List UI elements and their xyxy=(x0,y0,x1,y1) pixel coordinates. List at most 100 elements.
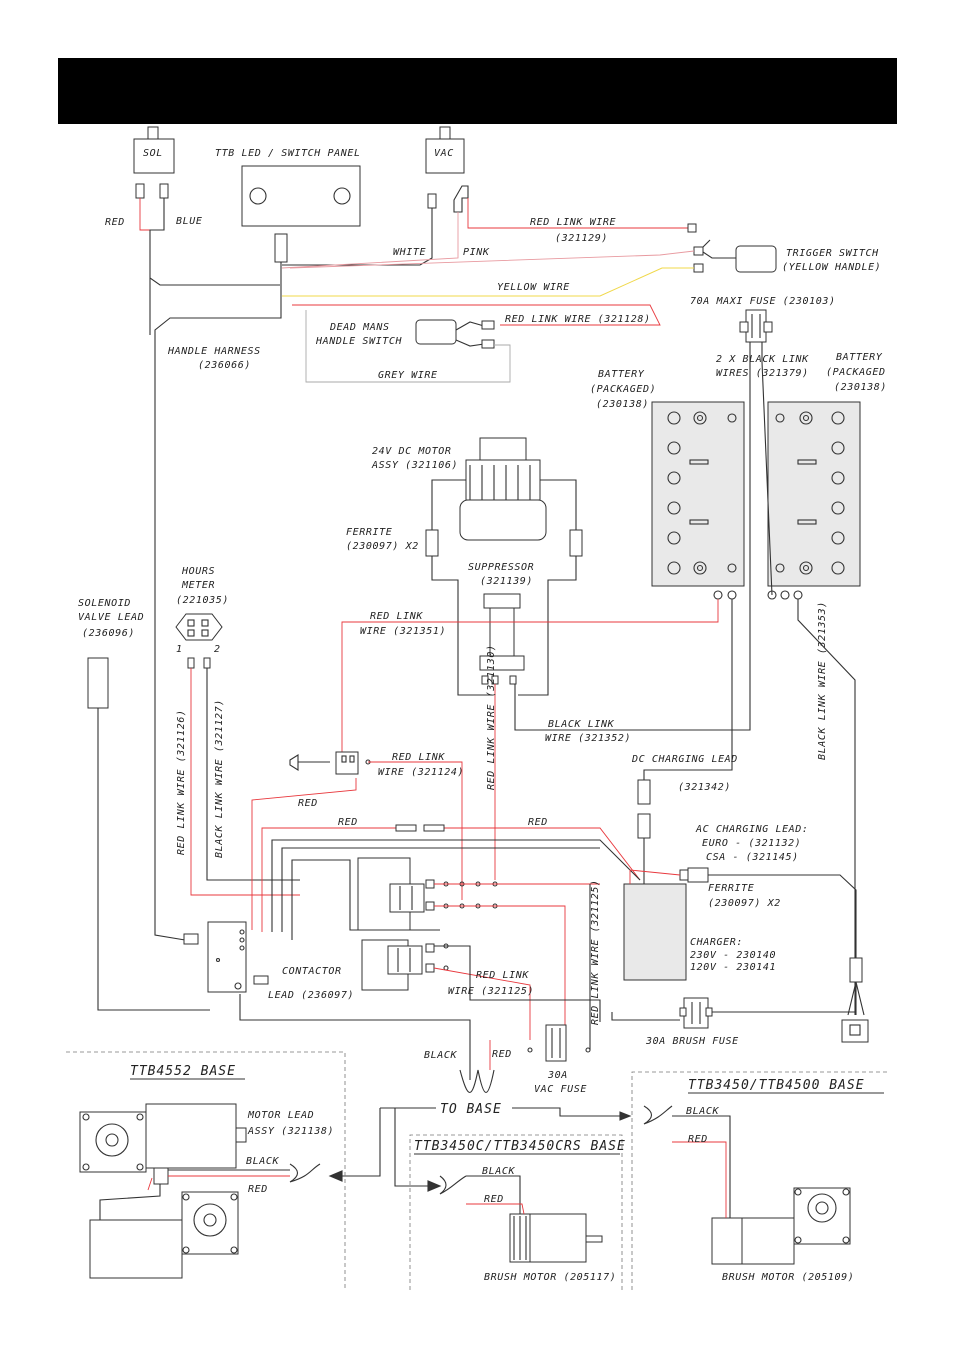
vac-fuse-label: 30A xyxy=(547,1070,568,1081)
trigger-sub: (YELLOW HANDLE) xyxy=(782,262,881,273)
led-switch-panel: TTB LED / SWITCH PANEL xyxy=(215,148,361,263)
battery-right-label: BATTERY xyxy=(836,352,883,363)
red-link-321130-label: RED LINK WIRE (321130) xyxy=(486,644,497,790)
red-to-base-label: RED xyxy=(492,1049,512,1060)
black-link-321353-label: BLACK LINK WIRE (321353) xyxy=(817,601,828,760)
red-link-321124-label: RED LINK xyxy=(392,752,445,763)
contactor-num: LEAD (236097) xyxy=(268,990,354,1001)
motor-num: ASSY (321106) xyxy=(371,460,458,471)
red-link-321124-num: WIRE (321124) xyxy=(378,767,464,778)
black-link-321352-num: WIRE (321352) xyxy=(545,733,631,744)
charger-120: 120V - 230141 xyxy=(690,962,776,973)
to-base-label: TO BASE xyxy=(440,1102,502,1117)
red-link-321126-label: RED LINK WIRE (321126) xyxy=(176,709,187,855)
red-link-321125-num: WIRE (321125) xyxy=(448,986,534,997)
hours-num: (221035) xyxy=(176,595,229,606)
black-to-base-label: BLACK xyxy=(424,1050,457,1061)
key-switch xyxy=(289,751,359,775)
battery-left: BATTERY (PACKAGED) (230138) xyxy=(590,369,745,587)
maxi-fuse: 70A MAXI FUSE (230103) xyxy=(690,296,836,362)
battery-left-num: (230138) xyxy=(596,399,649,410)
dc-motor: 24V DC MOTOR ASSY (321106) xyxy=(371,437,547,541)
red-link-321128-label: RED LINK WIRE (321128) xyxy=(505,314,651,325)
red-3450c-label: RED xyxy=(484,1194,504,1205)
red-3450-label: RED xyxy=(688,1134,708,1145)
red-label-1: RED xyxy=(298,798,318,809)
red-link-321129-label: RED LINK WIRE xyxy=(530,217,616,228)
solenoid-num: (236096) xyxy=(82,628,135,639)
contactor-label: CONTACTOR xyxy=(282,966,342,977)
charger-label: CHARGER: xyxy=(690,937,743,948)
dc-charging-label: DC CHARGING LEAD xyxy=(631,754,738,765)
solenoid-label: SOLENOID xyxy=(78,598,131,609)
brush-motor-205117: BRUSH MOTOR (205117) xyxy=(484,1213,616,1283)
vac-connector: VAC xyxy=(425,126,469,213)
ttb3450-label: TTB3450/TTB4500 BASE xyxy=(688,1078,865,1093)
ac-charging-label: AC CHARGING LEAD: xyxy=(695,824,809,835)
ferrite-top-label: FERRITE xyxy=(346,527,392,538)
ferrite-bottom-num: (230097) X2 xyxy=(708,898,781,909)
battery-right: BATTERY (PACKAGED (230138) xyxy=(767,352,887,587)
contactor-upper xyxy=(357,857,435,931)
battery-right-sub: (PACKAGED xyxy=(826,367,886,378)
contactor-lower xyxy=(361,939,435,991)
brush-motor-205109: BRUSH MOTOR (205109) xyxy=(711,1187,854,1283)
motor-lead-num: ASSY (321138) xyxy=(247,1126,334,1137)
red-link-321129-num: (321129) xyxy=(555,233,608,244)
brush-205117-label: BRUSH MOTOR (205117) xyxy=(484,1272,616,1283)
trigger-label: TRIGGER SWITCH xyxy=(786,248,879,259)
trigger-switch: TRIGGER SWITCH (YELLOW HANDLE) xyxy=(693,239,881,273)
dead-mans-sub: HANDLE SWITCH xyxy=(315,336,402,347)
red-link-321125-vert: RED LINK WIRE (321125) xyxy=(590,879,601,1025)
suppressor-label: SUPPRESSOR xyxy=(468,562,534,573)
pink-label: PINK xyxy=(463,247,490,258)
suppressor-num: (321139) xyxy=(480,576,533,587)
contactor-module xyxy=(183,921,269,993)
suppressor xyxy=(479,593,525,685)
battery-right-num: (230138) xyxy=(834,382,887,393)
dead-mans-switch: DEAD MANS HANDLE SWITCH xyxy=(315,319,495,349)
header-bar xyxy=(58,58,897,124)
black-link-321127-label: BLACK LINK WIRE (321127) xyxy=(214,699,225,858)
yellow-wire-label: YELLOW WIRE xyxy=(497,282,570,293)
ttb4552-motor-upper xyxy=(79,1103,247,1173)
ferrite-bottom-label: FERRITE xyxy=(708,883,754,894)
solenoid-valve-lead: SOLENOID VALVE LEAD (236096) xyxy=(78,598,144,709)
ferrite-top-num: (230097) X2 xyxy=(346,541,419,552)
handle-harness-num: (236066) xyxy=(198,360,251,371)
sol-label: SOL xyxy=(143,148,163,159)
hours-pin1: 1 xyxy=(176,644,183,655)
black-3450c-label: BLACK xyxy=(482,1166,515,1177)
battery-left-sub: (PACKAGED) xyxy=(590,384,656,395)
red-label-2: RED xyxy=(338,817,358,828)
sol-connector: SOL xyxy=(133,126,175,199)
handle-harness-label: HANDLE HARNESS xyxy=(167,346,261,357)
ttb3450c-label: TTB3450C/TTB3450CRS BASE xyxy=(414,1139,626,1154)
brush-fuse-label: 30A BRUSH FUSE xyxy=(645,1036,739,1047)
brush-fuse: 30A BRUSH FUSE xyxy=(645,997,739,1047)
charger: CHARGER: 230V - 230140 120V - 230141 xyxy=(623,883,776,981)
hours-pin2: 2 xyxy=(214,644,221,655)
brush-205109-label: BRUSH MOTOR (205109) xyxy=(722,1272,854,1283)
vac-fuse: 30A VAC FUSE xyxy=(527,1024,591,1095)
charger-230: 230V - 230140 xyxy=(690,950,776,961)
solenoid-sub: VALVE LEAD xyxy=(78,612,144,623)
white-label: WHITE xyxy=(393,247,426,258)
ttb4552-label: TTB4552 BASE xyxy=(130,1064,236,1079)
black-link-321379-label: 2 X BLACK LINK xyxy=(716,354,809,365)
motor-label: 24V DC MOTOR xyxy=(372,446,451,457)
red-link-321125-label: RED LINK xyxy=(476,970,529,981)
hours-label: HOURS xyxy=(181,566,215,577)
ac-charging-csa: CSA - (321145) xyxy=(706,852,799,863)
hours-meter: HOURS METER (221035) 1 2 xyxy=(175,566,229,669)
black-link-321352-label: BLACK LINK xyxy=(548,719,615,730)
black-4552-label: BLACK xyxy=(246,1156,279,1167)
maxi-fuse-label: 70A MAXI FUSE (230103) xyxy=(690,296,836,307)
red-4552-label: RED xyxy=(248,1184,268,1195)
grey-wire-label: GREY WIRE xyxy=(378,370,438,381)
ac-charging-euro: EURO - (321132) xyxy=(702,838,801,849)
red-label-3: RED xyxy=(528,817,548,828)
red-label: RED xyxy=(105,217,125,228)
red-link-321351-label: RED LINK xyxy=(370,611,423,622)
dc-charging-num: (321342) xyxy=(678,782,731,793)
